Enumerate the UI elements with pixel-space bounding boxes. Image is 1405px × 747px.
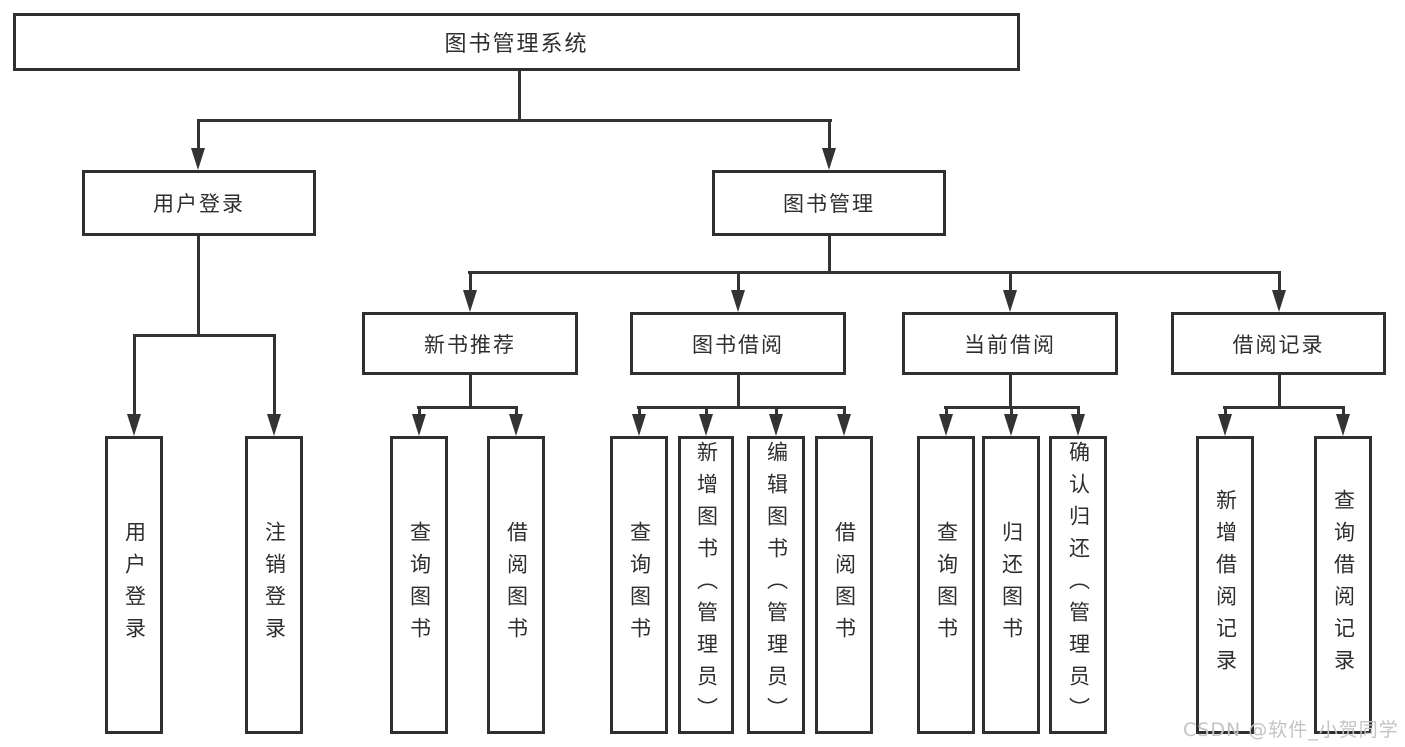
leaf-add-book-admin: 新增图书（管理员） [678,436,734,734]
leaf-logout: 注销登录 [245,436,303,734]
arrowhead-icon [509,414,523,436]
node-label: 新增图书（管理员） [694,441,719,729]
arrowhead-icon [1336,414,1350,436]
arrowhead-icon [699,414,713,436]
connector [737,271,740,295]
connector [828,119,831,151]
leaf-return-book: 归还图书 [982,436,1040,734]
node-current-borrow: 当前借阅 [902,312,1118,375]
arrowhead-icon [769,414,783,436]
node-book-management: 图书管理 [712,170,946,236]
connector [417,406,518,409]
node-label: 图书管理系统 [444,32,589,57]
node-label: 查询借阅记录 [1331,489,1356,681]
node-label: 归还图书 [999,521,1024,649]
arrowhead-icon [463,290,477,312]
connector [133,334,136,418]
connector [418,406,421,418]
leaf-query-book-1: 查询图书 [390,436,448,734]
arrowhead-icon [127,414,141,436]
connector [1010,406,1013,418]
connector [197,236,200,337]
node-root: 图书管理系统 [13,13,1020,71]
arrowhead-icon [191,148,205,170]
connector [828,236,831,274]
leaf-add-borrow-record: 新增借阅记录 [1196,436,1254,734]
arrowhead-icon [1004,414,1018,436]
connector [1278,271,1281,295]
node-label: 借阅图书 [832,521,857,649]
node-label: 用户登录 [122,521,147,649]
arrowhead-icon [822,148,836,170]
leaf-user-login: 用户登录 [105,436,163,734]
node-label: 图书借阅 [692,332,784,357]
arrowhead-icon [731,290,745,312]
node-label: 借阅记录 [1232,332,1325,357]
node-label: 注销登录 [262,521,287,649]
connector [1077,406,1080,418]
connector [1278,375,1281,409]
node-label: 借阅图书 [504,521,529,649]
connector [638,406,641,418]
node-label: 确认归还（管理员） [1066,441,1091,729]
connector [468,271,1280,274]
leaf-edit-book-admin: 编辑图书（管理员） [747,436,805,734]
node-book-borrow: 图书借阅 [630,312,846,375]
node-borrow-records: 借阅记录 [1171,312,1386,375]
connector [945,406,948,418]
connector [1342,406,1345,418]
connector [1224,406,1227,418]
arrowhead-icon [632,414,646,436]
connector [469,271,472,295]
connector [737,375,740,409]
connector [1009,271,1012,295]
arrowhead-icon [412,414,426,436]
node-label: 查询图书 [407,521,432,649]
arrowhead-icon [1218,414,1232,436]
connector [197,119,832,122]
node-label: 当前借阅 [964,332,1056,357]
connector [518,71,521,121]
connector [515,406,518,418]
leaf-borrow-book-1: 借阅图书 [487,436,545,734]
connector [705,406,708,418]
arrowhead-icon [1003,290,1017,312]
leaf-borrow-book-2: 借阅图书 [815,436,873,734]
watermark: CSDN @软件_小贺同学 [1183,719,1399,741]
arrowhead-icon [837,414,851,436]
connector [1009,375,1012,409]
leaf-query-book-2: 查询图书 [610,436,668,734]
arrowhead-icon [1071,414,1085,436]
node-user-login: 用户登录 [82,170,316,236]
node-label: 查询图书 [934,521,959,649]
node-label: 新书推荐 [424,332,516,357]
connector [469,375,472,409]
node-label: 查询图书 [627,521,652,649]
arrowhead-icon [267,414,281,436]
connector [197,119,200,151]
connector [775,406,778,418]
node-label: 新增借阅记录 [1213,489,1238,681]
node-label: 用户登录 [153,192,245,216]
node-new-book-recommend: 新书推荐 [362,312,578,375]
connector [1223,406,1345,409]
leaf-confirm-return-admin: 确认归还（管理员） [1049,436,1107,734]
leaf-query-book-3: 查询图书 [917,436,975,734]
arrowhead-icon [1272,290,1286,312]
connector [637,406,846,409]
node-label: 编辑图书（管理员） [764,441,789,729]
connector [133,334,276,337]
leaf-query-borrow-record: 查询借阅记录 [1314,436,1372,734]
connector [273,334,276,418]
node-label: 图书管理 [783,192,875,216]
arrowhead-icon [939,414,953,436]
connector [843,406,846,418]
